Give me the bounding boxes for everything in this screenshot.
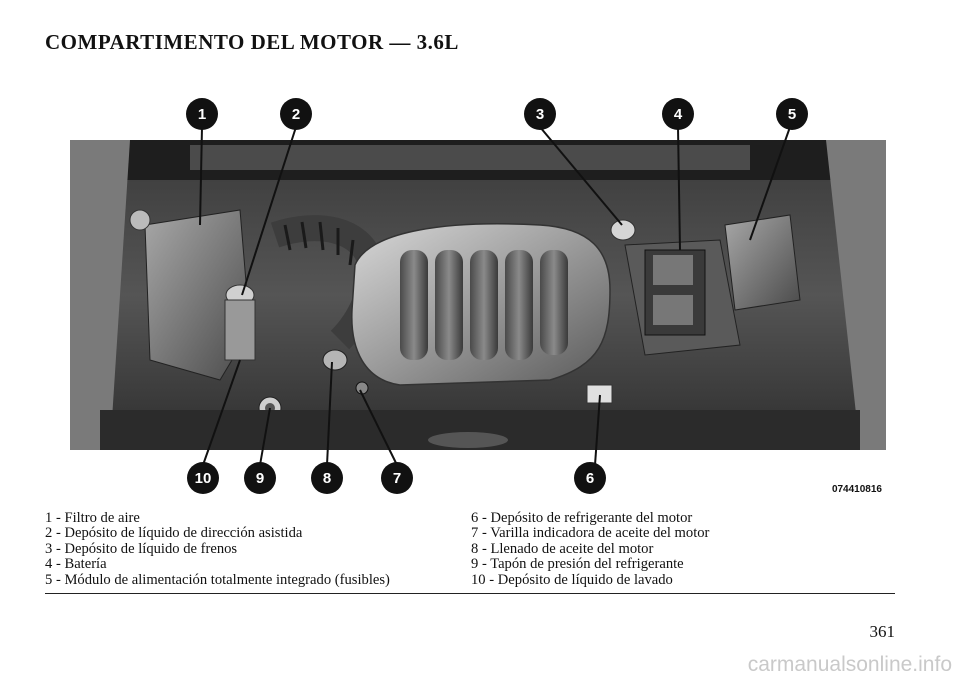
- callout-leaders: [199, 126, 791, 466]
- callout-5: 5: [776, 98, 808, 130]
- callout-10: 10: [187, 462, 219, 494]
- svg-text:1: 1: [198, 106, 206, 123]
- legend-item-9: 9 - Tapón de presión del refrigerante: [471, 556, 684, 573]
- legend-item-7: 7 - Varilla indicadora de aceite del mot…: [471, 525, 710, 542]
- callout-8: 8: [311, 462, 343, 494]
- legend-item-5: 5 - Módulo de alimentación totalmente in…: [45, 571, 390, 588]
- legend-item-1: 1 - Filtro de aire: [45, 510, 140, 526]
- image-code: 074410816: [832, 484, 882, 495]
- svg-text:6: 6: [586, 470, 594, 487]
- callout-7: 7: [381, 462, 413, 494]
- callout-9: 9: [244, 462, 276, 494]
- legend-item-2: 2 - Depósito de líquido de dirección asi…: [45, 525, 303, 542]
- svg-text:10: 10: [195, 470, 212, 487]
- engine-compartment-figure: 1 2 3 4 5 10 9 8: [70, 90, 886, 500]
- svg-text:5: 5: [788, 106, 796, 123]
- engine-photo: [70, 140, 886, 450]
- svg-text:4: 4: [674, 106, 683, 123]
- svg-text:8: 8: [323, 470, 331, 487]
- page-number: 361: [869, 622, 896, 641]
- legend-left: 1 - Filtro de aire 2 - Depósito de líqui…: [45, 510, 390, 588]
- callout-3: 3: [524, 98, 556, 130]
- divider: [45, 593, 895, 594]
- legend-right: 6 - Depósito de refrigerante del motor 7…: [471, 510, 710, 588]
- callout-2: 2: [280, 98, 312, 130]
- legend-item-3: 3 - Depósito de líquido de frenos: [45, 540, 238, 557]
- svg-text:3: 3: [536, 106, 544, 123]
- callout-4: 4: [662, 98, 694, 130]
- watermark: carmanualsonline.info: [747, 653, 952, 676]
- svg-text:2: 2: [292, 106, 300, 123]
- svg-text:7: 7: [393, 470, 401, 487]
- legend-item-10: 10 - Depósito de líquido de lavado: [471, 571, 673, 588]
- svg-text:9: 9: [256, 470, 264, 487]
- legend-item-8: 8 - Llenado de aceite del motor: [471, 540, 654, 557]
- legend-item-6: 6 - Depósito de refrigerante del motor: [471, 510, 693, 526]
- callout-6: 6: [574, 462, 606, 494]
- callout-1: 1: [186, 98, 218, 130]
- legend-item-4: 4 - Batería: [45, 556, 107, 573]
- page-title: COMPARTIMENTO DEL MOTOR — 3.6L: [45, 30, 459, 54]
